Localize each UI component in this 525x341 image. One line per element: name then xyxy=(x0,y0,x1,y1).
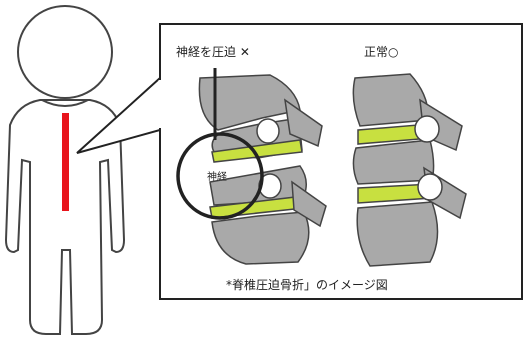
foramen xyxy=(256,118,280,144)
diagram-caption: *脊椎圧迫骨折」のイメージ図 xyxy=(226,278,388,292)
vertebra xyxy=(352,73,429,127)
vertebra xyxy=(198,74,301,131)
vertebra xyxy=(356,201,439,267)
disc xyxy=(211,139,303,163)
callout xyxy=(76,23,523,300)
spinous-process xyxy=(284,98,323,148)
label-compressed-nerve: 神経を圧迫 ✕ xyxy=(176,45,250,59)
spinous-process xyxy=(291,180,327,228)
callout-box xyxy=(159,23,523,300)
normal-spine xyxy=(352,73,467,267)
label-normal: 正常○ xyxy=(364,45,399,59)
compressed-spine xyxy=(198,74,327,265)
label-nerve: 神経 xyxy=(207,172,227,183)
foramen xyxy=(417,173,443,201)
foramen xyxy=(414,115,440,143)
person-body xyxy=(4,99,126,335)
spine-marker xyxy=(62,113,69,211)
person-head xyxy=(17,5,113,99)
foramen xyxy=(258,173,282,199)
person-figure xyxy=(4,5,126,335)
compression-highlight-circle xyxy=(176,132,264,220)
